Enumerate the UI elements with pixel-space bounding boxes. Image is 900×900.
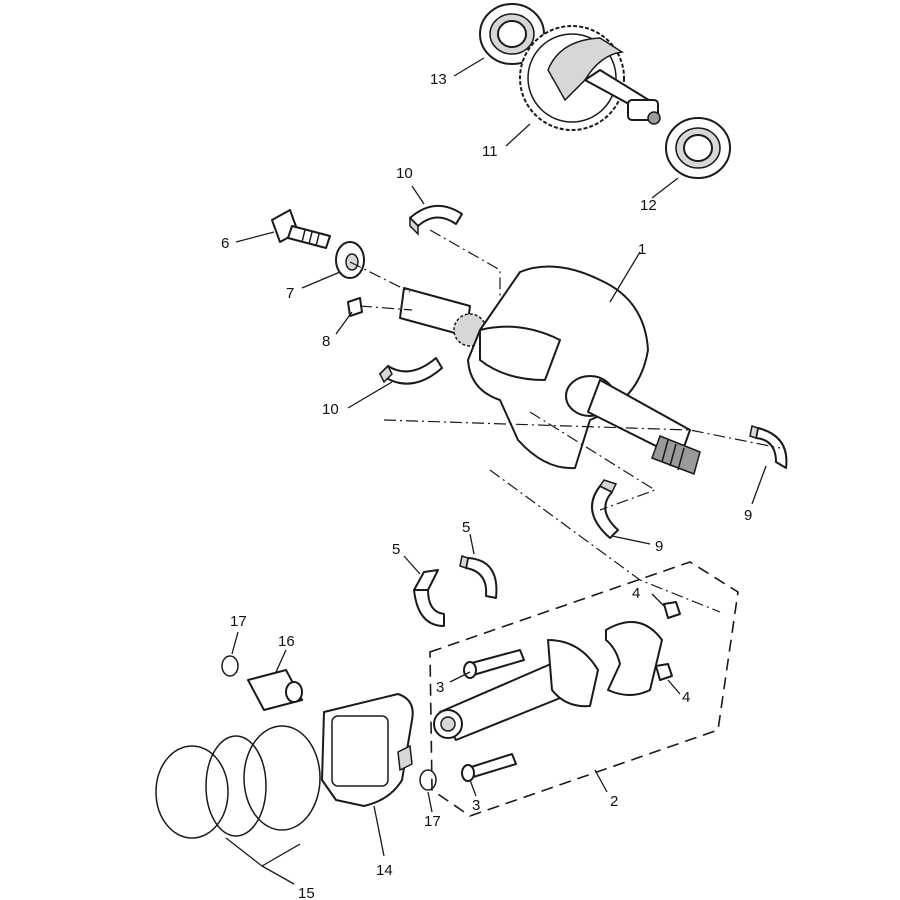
leader-13 xyxy=(453,57,485,77)
leader-1 xyxy=(609,251,641,303)
callout-9b: 9 xyxy=(655,538,663,555)
leader-5a xyxy=(403,555,421,575)
callout-9a: 9 xyxy=(744,507,752,524)
leader-14 xyxy=(373,805,385,857)
washer-7 xyxy=(335,241,365,279)
callout-10b: 10 xyxy=(322,401,339,418)
bearing-12 xyxy=(665,117,731,179)
centerline-shell-9 xyxy=(529,411,657,511)
leader-8 xyxy=(335,311,353,335)
leader-2 xyxy=(594,769,608,793)
callout-2: 2 xyxy=(610,793,618,810)
callout-1: 1 xyxy=(638,241,646,258)
callout-12: 12 xyxy=(640,197,657,214)
leader-9b xyxy=(611,535,651,545)
bearing-13 xyxy=(479,3,545,65)
piston-rings-15 xyxy=(155,725,321,839)
balancer-shaft-11 xyxy=(519,25,661,131)
bolt-6 xyxy=(271,209,331,249)
callout-5a: 5 xyxy=(392,541,400,558)
leader-3b xyxy=(469,779,477,797)
centerline-shell-10-upper xyxy=(429,229,501,300)
circlip-17-left xyxy=(221,655,239,677)
leader-17a xyxy=(231,631,239,655)
bearing-shell-9-lower xyxy=(591,479,619,539)
conrod-cap xyxy=(605,621,663,696)
bearing-shell-9-right xyxy=(749,425,788,469)
conrod-bolt-3-upper xyxy=(463,649,525,679)
leader-10b xyxy=(347,381,393,409)
leader-4a xyxy=(651,593,665,607)
conrod-nut-4-lower xyxy=(655,663,673,681)
centerline-conrod xyxy=(489,469,721,613)
callout-8: 8 xyxy=(322,333,330,350)
piston-pin-16 xyxy=(247,669,303,711)
callout-4b: 4 xyxy=(682,689,690,706)
leader-9a xyxy=(751,465,767,505)
connecting-rod-2 xyxy=(433,639,599,741)
leader-3a xyxy=(449,671,471,683)
bearing-shell-10-lower xyxy=(379,357,443,385)
callout-6: 6 xyxy=(221,235,229,252)
callout-16: 16 xyxy=(278,633,295,650)
callout-3b: 3 xyxy=(472,797,480,814)
callout-7: 7 xyxy=(286,285,294,302)
callout-10a: 10 xyxy=(396,165,413,182)
callout-15: 15 xyxy=(298,885,315,900)
conrod-shell-5-right xyxy=(459,555,498,599)
conrod-assembly-box-2 xyxy=(429,561,739,817)
conrod-bolt-3-lower xyxy=(461,753,517,782)
leader-12 xyxy=(651,177,679,199)
centerline-bolt xyxy=(349,261,411,293)
conrod-shell-5-left xyxy=(413,569,445,627)
callout-4a: 4 xyxy=(632,585,640,602)
leader-5b xyxy=(469,533,475,555)
piston-14 xyxy=(321,693,414,807)
callout-3a: 3 xyxy=(436,679,444,696)
leader-6 xyxy=(235,231,275,243)
leader-16 xyxy=(275,649,287,673)
leader-7 xyxy=(301,271,341,289)
crankshaft-1 xyxy=(399,265,701,475)
callout-17a: 17 xyxy=(230,613,247,630)
leader-15 xyxy=(225,837,301,867)
leader-15-stem xyxy=(261,865,295,885)
conrod-nut-4-upper xyxy=(663,601,681,619)
centerline-key xyxy=(359,305,413,311)
leader-10a xyxy=(411,185,425,205)
callout-5b: 5 xyxy=(462,519,470,536)
callout-11: 11 xyxy=(482,143,498,160)
callout-14: 14 xyxy=(376,862,393,879)
callout-13: 13 xyxy=(430,71,447,88)
leader-17b xyxy=(427,791,433,813)
callout-17b: 17 xyxy=(424,813,441,830)
circlip-17-right xyxy=(419,769,437,791)
leader-4b xyxy=(667,679,681,695)
leader-11 xyxy=(505,123,531,147)
key-8 xyxy=(347,297,363,317)
bearing-shell-10-upper xyxy=(409,205,463,236)
